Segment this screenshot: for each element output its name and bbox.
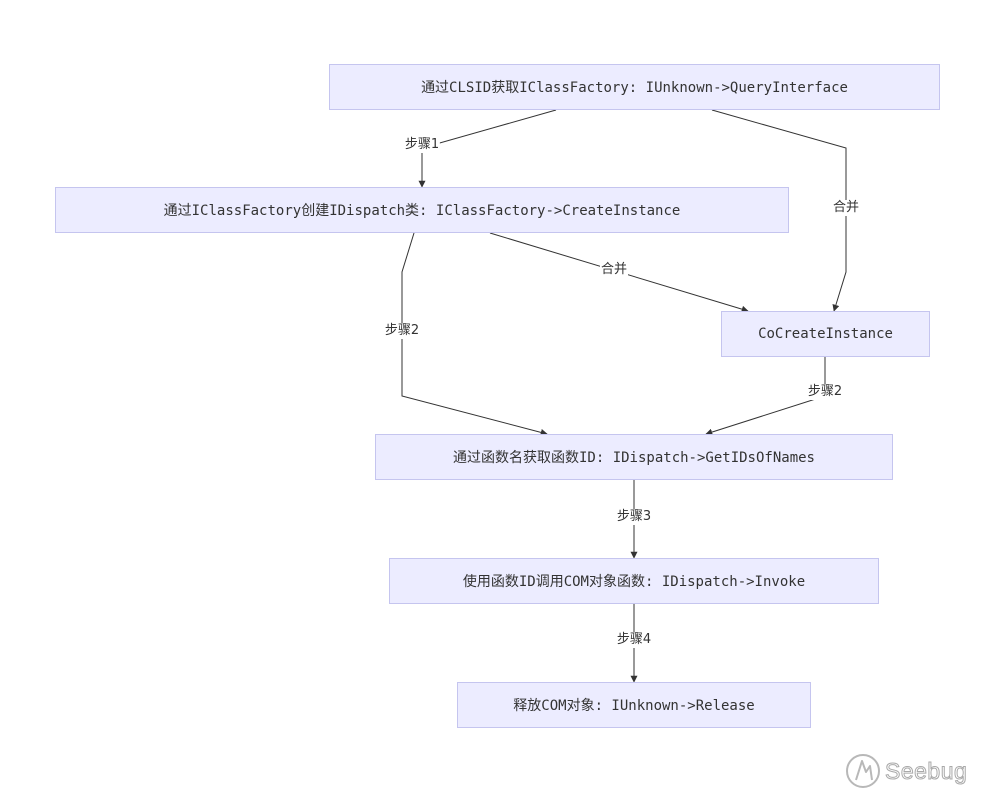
edge-label-step4: 步骤4: [615, 632, 653, 648]
edge-n1-n2: [418, 109, 557, 188]
watermark-text: Seebug: [884, 757, 968, 784]
node-release: 释放COM对象: IUnknown->Release: [457, 682, 811, 728]
edge-label-step2: 步骤2: [806, 384, 844, 400]
node-label: 释放COM对象: IUnknown->Release: [513, 698, 755, 714]
node-invoke: 使用函数ID调用COM对象函数: IDispatch->Invoke: [389, 558, 879, 604]
edge-label-step2: 步骤2: [383, 323, 421, 339]
edge-label-merge: 合并: [831, 200, 861, 216]
seebug-watermark: Seebug: [844, 752, 967, 790]
node-label: 使用函数ID调用COM对象函数: IDispatch->Invoke: [462, 574, 806, 590]
node-label: CoCreateInstance: [758, 326, 893, 342]
node-create-instance: 通过IClassFactory创建IDispatch类: IClassFacto…: [55, 187, 789, 233]
node-query-interface: 通过CLSID获取IClassFactory: IUnknown->QueryI…: [329, 64, 940, 110]
seebug-logo-icon: [846, 754, 880, 788]
edge-label-step1: 步骤1: [403, 137, 441, 153]
node-label: 通过IClassFactory创建IDispatch类: IClassFacto…: [163, 203, 681, 219]
edge-n2-n4: [401, 232, 548, 436]
node-get-ids-of-names: 通过函数名获取函数ID: IDispatch->GetIDsOfNames: [375, 434, 893, 480]
edge-label-merge: 合并: [599, 262, 629, 278]
node-cocreateinstance: CoCreateInstance: [721, 311, 930, 357]
edge-label-step3: 步骤3: [615, 509, 653, 525]
node-label: 通过函数名获取函数ID: IDispatch->GetIDsOfNames: [452, 450, 815, 466]
node-label: 通过CLSID获取IClassFactory: IUnknown->QueryI…: [421, 80, 848, 96]
